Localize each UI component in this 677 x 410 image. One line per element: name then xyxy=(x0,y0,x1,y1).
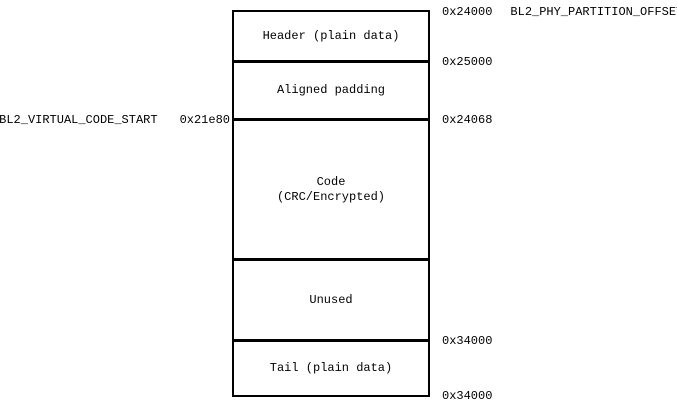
address-value: 0x24068 xyxy=(442,113,493,127)
address-marker-tail-start: 0x34000 xyxy=(442,334,492,348)
section-label: Code (CRC/Encrypted) xyxy=(276,174,386,204)
address-value: 0x25000 xyxy=(442,55,493,69)
section-header: Header (plain data) xyxy=(234,12,428,60)
address-value: 0x24000 xyxy=(442,5,493,19)
address-marker-code-start: 0x24068 xyxy=(442,113,492,127)
section-label: Header (plain data) xyxy=(262,28,400,43)
address-marker-header-end: 0x25000 xyxy=(442,55,492,69)
virtual-code-start-label: BL2_VIRTUAL_CODE_START xyxy=(0,113,158,127)
address-marker-bottom: 0x34000 xyxy=(442,389,492,403)
virtual-code-start-address: 0x21e80 xyxy=(179,113,230,127)
section-label: Aligned padding xyxy=(276,83,386,97)
address-marker-top: 0x24000 BL2_PHY_PARTITION_OFFSET xyxy=(442,5,677,19)
section-label: Tail (plain data) xyxy=(269,361,393,375)
virtual-code-start-marker: BL2_VIRTUAL_CODE_START 0x21e80 xyxy=(0,113,230,127)
address-value: 0x34000 xyxy=(442,389,493,403)
address-value: 0x34000 xyxy=(442,334,493,348)
section-aligned-padding: Aligned padding xyxy=(234,60,428,118)
section-code: Code (CRC/Encrypted) xyxy=(234,118,428,258)
section-label: Unused xyxy=(309,292,353,307)
phy-partition-offset-label: BL2_PHY_PARTITION_OFFSET xyxy=(510,5,677,19)
partition-stack: Header (plain data) Aligned padding Code… xyxy=(232,10,430,397)
section-unused: Unused xyxy=(234,258,428,339)
section-tail: Tail (plain data) xyxy=(234,339,428,395)
